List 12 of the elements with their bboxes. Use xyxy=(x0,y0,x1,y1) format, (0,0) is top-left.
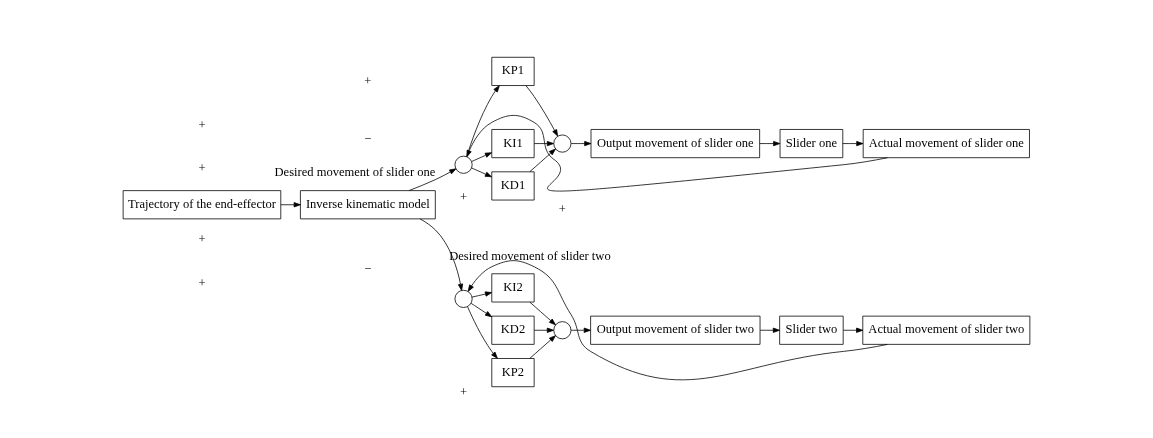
edge-label: Desired movement of slider one xyxy=(274,164,436,179)
label: + xyxy=(460,189,468,204)
label: + xyxy=(364,73,372,88)
label: − xyxy=(364,261,372,276)
edge-label: Desired movement of slider two xyxy=(449,249,611,264)
label: + xyxy=(558,202,566,217)
label: + xyxy=(198,118,206,133)
label: + xyxy=(198,232,206,247)
label: + xyxy=(198,161,206,176)
label: + xyxy=(198,275,206,290)
label: + xyxy=(460,384,468,399)
label: − xyxy=(364,131,372,146)
